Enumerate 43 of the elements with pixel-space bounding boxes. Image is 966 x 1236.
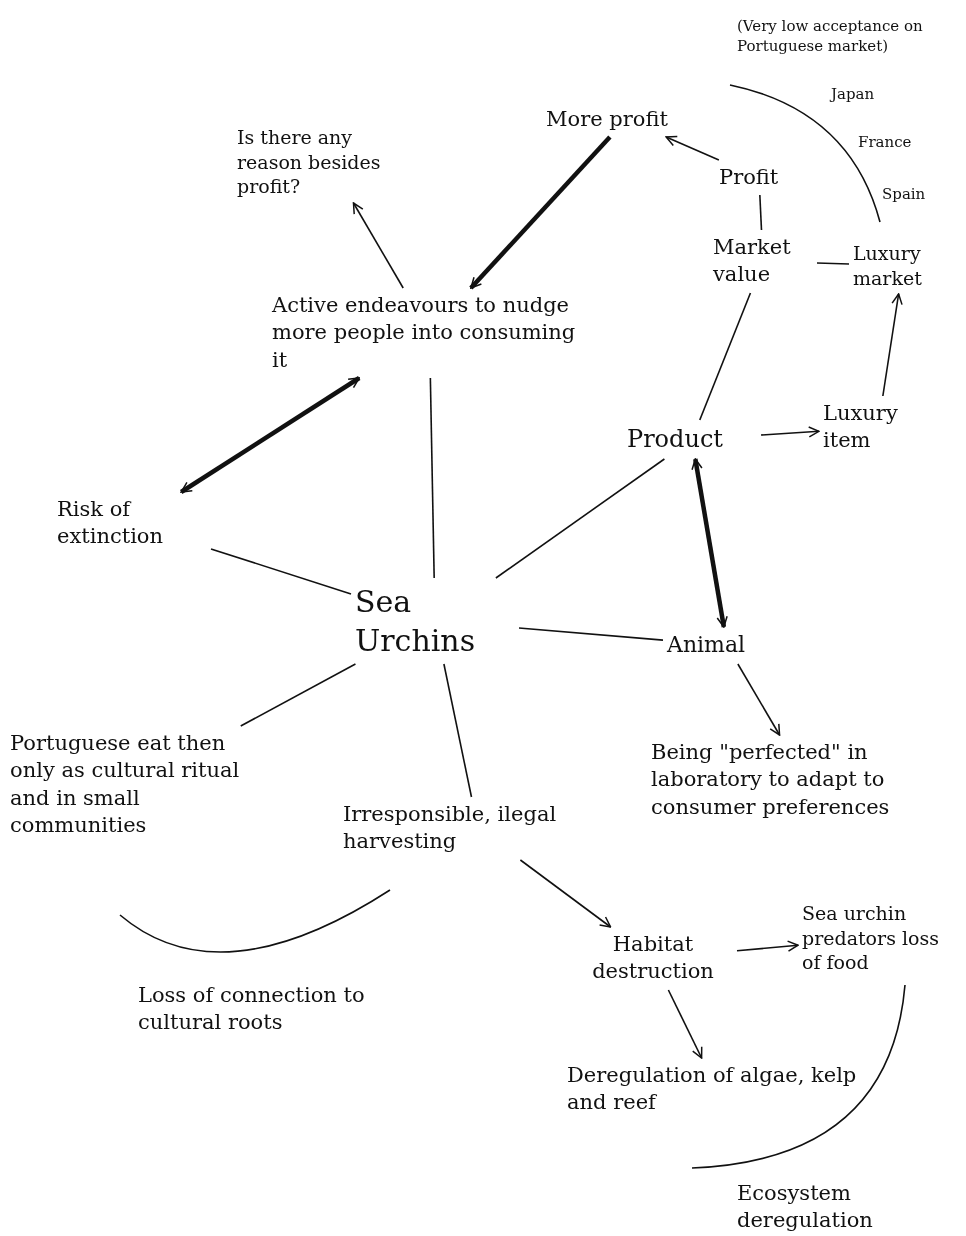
- concept-text: Product: [623, 420, 761, 460]
- concept-text: Profit: [715, 160, 803, 196]
- connector-line: [495, 458, 666, 579]
- note-text: France: [858, 133, 913, 153]
- connector-line: [518, 627, 664, 641]
- connector-line: [210, 548, 352, 595]
- concept-text: Risk of extinction: [53, 492, 211, 555]
- connector-line: [759, 194, 763, 231]
- arrow: [737, 663, 781, 736]
- concept-text: Is there any reason besides profit?: [233, 121, 426, 204]
- concept-text: Sea Urchins: [351, 578, 519, 664]
- connector-line: [239, 663, 357, 727]
- connector-line: [429, 377, 435, 579]
- arrow: [667, 989, 703, 1059]
- concept-text: Portuguese eat then only as cultural ritual and in small communities: [6, 726, 259, 844]
- concept-text: Sea urchin predators loss of food: [798, 897, 956, 980]
- concept-text: Active endeavours to nudge more people into consuming it: [268, 288, 591, 378]
- note-text: Loss of connection to cultural roots: [138, 982, 366, 1037]
- note-text: Spain: [882, 185, 927, 205]
- arrow: [665, 135, 720, 161]
- connector-line: [816, 262, 850, 265]
- connector-line: [699, 292, 752, 421]
- arrow: [519, 859, 612, 928]
- concept-text: Deregulation of algae, kelp and reef: [563, 1058, 871, 1121]
- concept-text: Market value: [709, 230, 817, 293]
- note-text: Ecosystem deregulation: [737, 1180, 874, 1235]
- arrow: [691, 458, 728, 628]
- arrow: [760, 426, 820, 438]
- concept-text: More profit: [542, 102, 710, 138]
- concept-text: Luxury market: [849, 237, 957, 295]
- note-text: Japan: [831, 85, 876, 105]
- connector-line: [443, 663, 473, 798]
- arrow: [179, 376, 361, 494]
- arrow: [736, 940, 799, 952]
- note-text: (Very low acceptance on Portuguese market): [737, 17, 924, 56]
- concept-text: Irresponsible, ilegal harvesting: [339, 797, 617, 860]
- concept-text: Animal: [663, 627, 791, 664]
- concept-text: Being "perfected" in laboratory to adapt to consumer preferences: [647, 735, 965, 825]
- arrow: [352, 202, 404, 289]
- concept-text: Habitat destruction: [569, 927, 737, 990]
- arrow: [882, 293, 903, 397]
- concept-text: Luxury item: [819, 396, 937, 459]
- arrow: [469, 135, 612, 290]
